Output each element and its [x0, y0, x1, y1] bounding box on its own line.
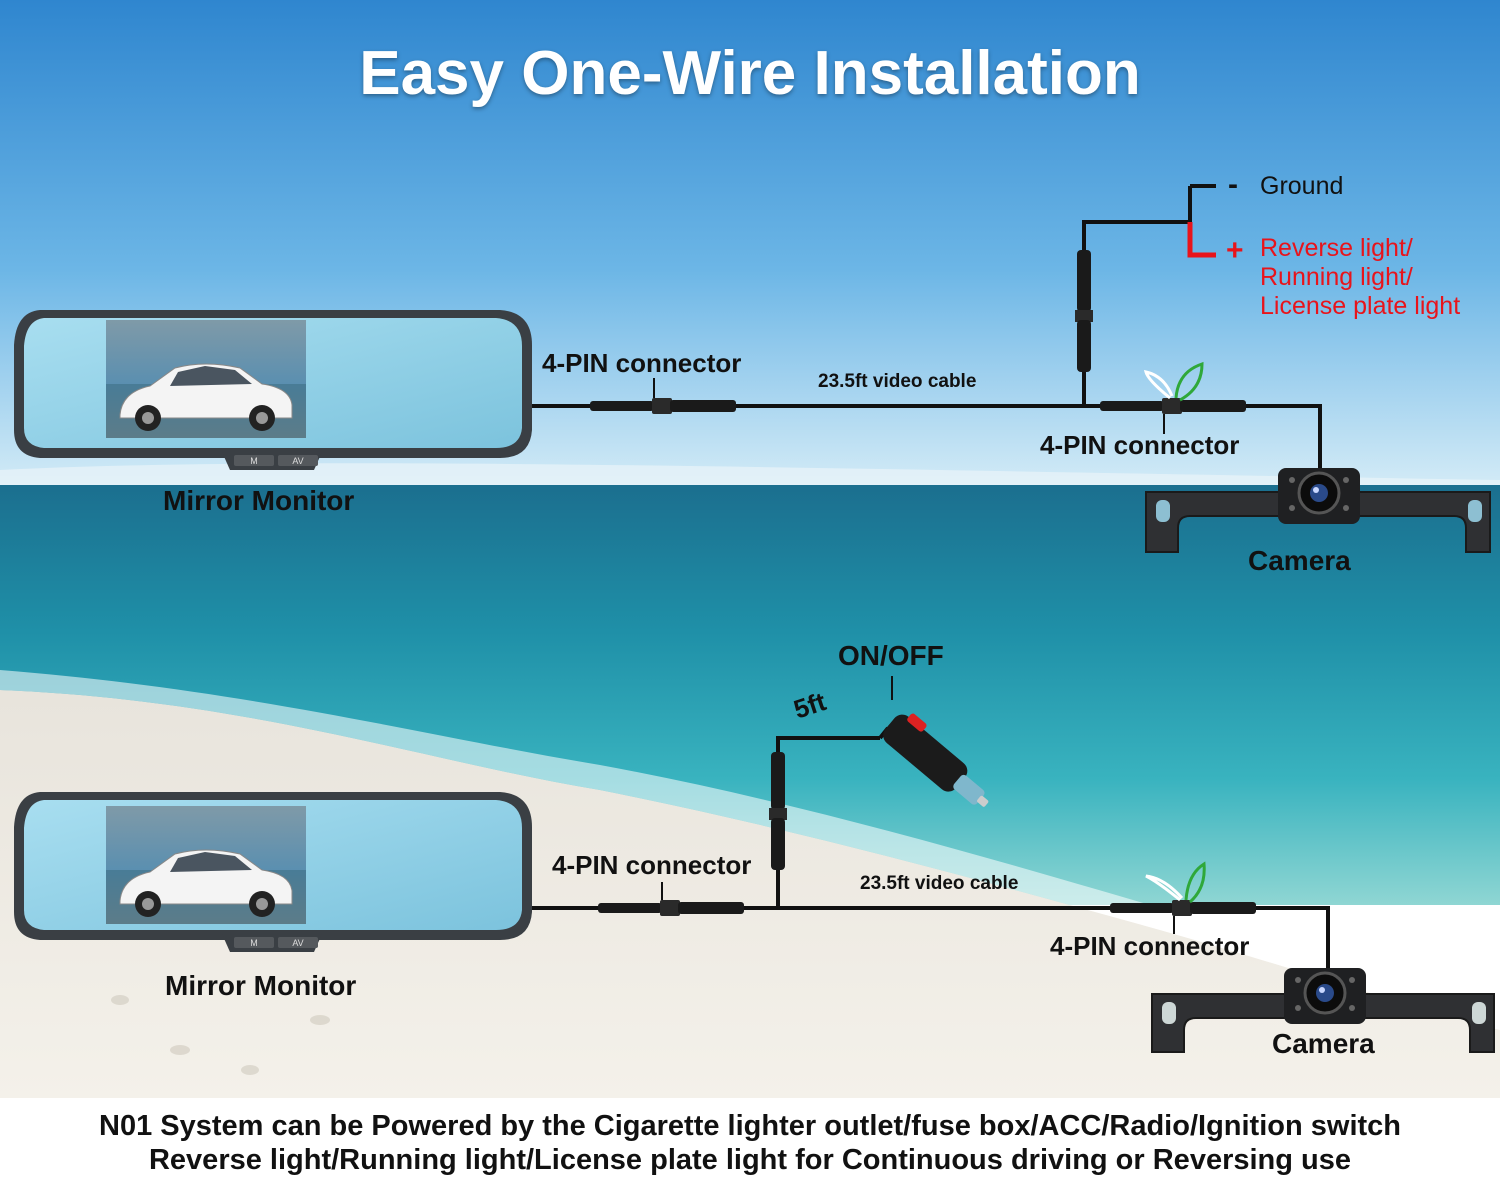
svg-text:AV: AV: [292, 938, 303, 948]
ground-sign: -: [1228, 168, 1238, 201]
page-title: Easy One-Wire Installation: [359, 39, 1141, 108]
bottom-right-connector-label: 4-PIN connector: [1050, 931, 1250, 961]
top-positive-wire: [1187, 222, 1216, 258]
top-mirror-monitor: M AV: [14, 310, 532, 470]
footer-line-2: Reverse light/Running light/License plat…: [148, 1144, 1351, 1176]
svg-text:M: M: [250, 456, 258, 466]
svg-text:M: M: [250, 938, 258, 948]
cigarette-lighter-plug: [878, 676, 989, 807]
top-camera: [1145, 468, 1491, 553]
power-line-3: License plate light: [1260, 292, 1461, 320]
bottom-av-button: [278, 937, 318, 948]
top-car-image: [119, 363, 293, 431]
bottom-right-connector: [1110, 861, 1256, 934]
top-right-connector: [1100, 361, 1246, 434]
power-line-1: Reverse light/: [1260, 234, 1413, 262]
bottom-camera: [1151, 968, 1495, 1053]
switch-label: ON/OFF: [838, 640, 944, 671]
power-line-2: Running light/: [1260, 263, 1413, 291]
top-left-connector-label: 4-PIN connector: [542, 348, 742, 378]
bottom-m-button: [234, 937, 274, 948]
top-vertical-connector: [1075, 250, 1093, 372]
footer-line-1: N01 System can be Powered by the Cigaret…: [99, 1110, 1401, 1142]
bottom-car-image: [119, 849, 293, 917]
top-mirror-label: Mirror Monitor: [163, 485, 355, 516]
svg-text:AV: AV: [292, 456, 303, 466]
bottom-cable-label: 23.5ft video cable: [860, 873, 1019, 894]
bottom-mirror-label: Mirror Monitor: [165, 970, 357, 1001]
top-av-button: [278, 455, 318, 466]
bottom-camera-label: Camera: [1272, 1028, 1375, 1059]
top-right-connector-label: 4-PIN connector: [1040, 430, 1240, 460]
top-m-button: [234, 455, 274, 466]
bottom-mirror-monitor: M AV: [14, 792, 532, 952]
plus-sign: +: [1226, 234, 1244, 267]
bottom-left-connector: [598, 882, 744, 916]
bottom-left-connector-label: 4-PIN connector: [552, 850, 752, 880]
top-left-connector: [590, 378, 736, 414]
ground-label: Ground: [1260, 172, 1344, 200]
top-camera-label: Camera: [1248, 545, 1351, 576]
top-cable-label: 23.5ft video cable: [818, 371, 977, 392]
footer-caption: N01 System can be Powered by the Cigaret…: [0, 1098, 1500, 1201]
bottom-vertical-connector: [769, 752, 787, 870]
